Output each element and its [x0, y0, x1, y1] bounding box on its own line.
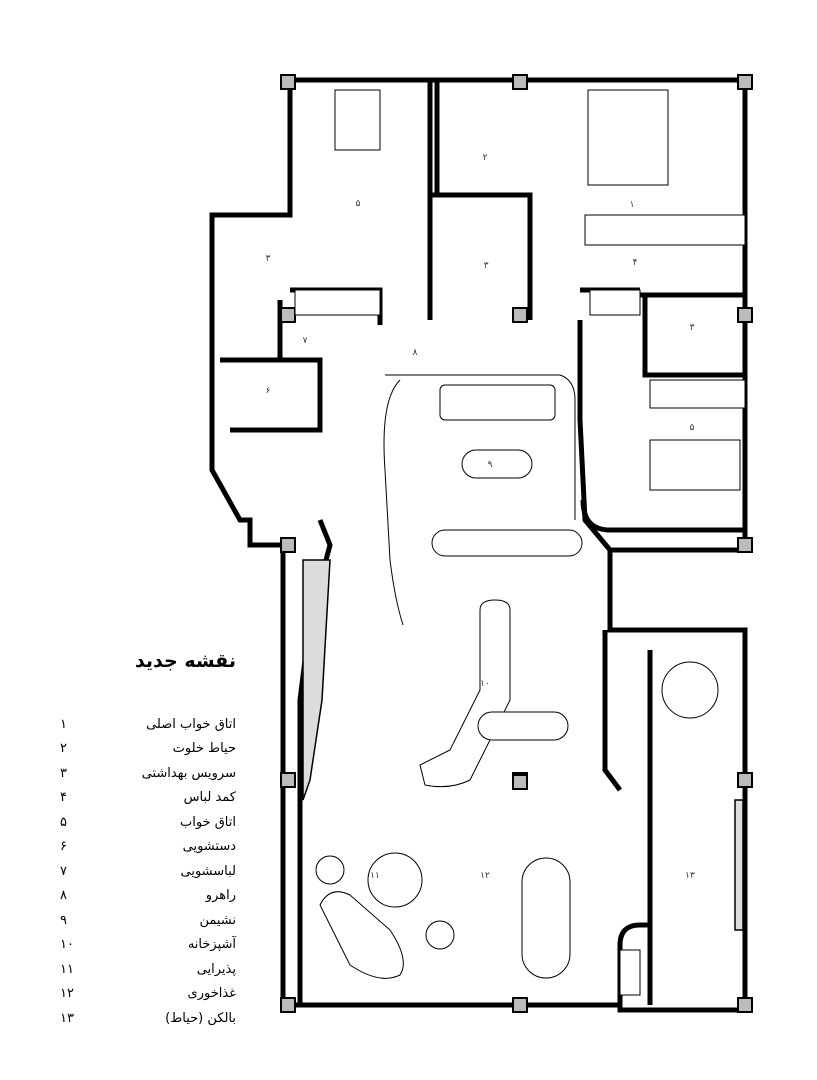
planter-left: [302, 559, 331, 801]
tree: [661, 661, 719, 719]
legend-item-number: ۴: [60, 790, 67, 806]
planter-right: [734, 799, 744, 931]
svg-text:۳: ۳: [266, 254, 271, 264]
legend-item-number: ۱۲: [60, 986, 74, 1002]
legend-item-name: پذیرایی: [196, 961, 236, 977]
svg-text:۲: ۲: [483, 153, 488, 163]
svg-text:۸: ۸: [413, 348, 418, 358]
legend-item-name: سرویس بهداشتی: [141, 765, 236, 781]
legend-item-number: ۸: [60, 888, 67, 904]
svg-text:۵: ۵: [356, 199, 361, 209]
legend-item-name: اتاق خواب: [179, 814, 236, 830]
legend-item: پذیرایی ۱۱: [60, 957, 240, 982]
svg-text:۱۲: ۱۲: [480, 871, 490, 881]
legend-item-number: ۳: [60, 765, 67, 781]
svg-text:۵: ۵: [690, 423, 695, 433]
legend-item-number: ۱۰: [60, 937, 74, 953]
svg-text:۳: ۳: [690, 323, 695, 333]
room-labels: ۵ ۲ ۱ ۴ ۳ ۳ ۳ ۷ ۸ ۶ ۵ ۹ ۱۰ ۱۱ ۱۲ ۱۳: [266, 153, 695, 881]
legend-item-name: راهرو: [205, 888, 236, 904]
svg-text:۴: ۴: [633, 258, 638, 268]
legend-item-number: ۷: [60, 863, 67, 879]
svg-text:۱۳: ۱۳: [685, 871, 695, 881]
svg-text:۷: ۷: [303, 336, 308, 346]
legend-item-number: ۲: [60, 741, 67, 757]
svg-text:۱۰: ۱۰: [480, 679, 490, 689]
svg-text:۱: ۱: [630, 200, 635, 210]
legend-item: دستشویی ۶: [60, 835, 240, 860]
legend-item-name: آشپزخانه: [187, 937, 236, 953]
legend-item-name: غذاخوری: [187, 986, 236, 1002]
svg-text:۳: ۳: [484, 261, 489, 271]
legend-item-name: دستشویی: [182, 839, 236, 855]
legend-item: راهرو ۸: [60, 884, 240, 909]
legend-item-number: ۱: [60, 716, 67, 732]
legend-item-name: کمد لباس: [183, 790, 236, 806]
legend-item-name: بالکن (حیاط): [165, 1010, 236, 1026]
legend-item-number: ۹: [60, 912, 67, 928]
legend-item-name: نشیمن: [199, 912, 236, 928]
legend-item-number: ۵: [60, 814, 67, 830]
legend-item: کمد لباس ۴: [60, 786, 240, 811]
legend-item-number: ۱۳: [60, 1010, 74, 1026]
legend-item: لباسشویی ۷: [60, 859, 240, 884]
legend-title: نقشه جدید: [134, 650, 236, 672]
legend-item-number: ۶: [60, 839, 67, 855]
legend-item-name: حیاط خلوت: [172, 741, 236, 757]
legend-item: اتاق خواب اصلی ۱: [60, 712, 240, 737]
legend-item: نشیمن ۹: [60, 908, 240, 933]
legend-item: بالکن (حیاط) ۱۳: [60, 1006, 240, 1031]
furniture: [294, 89, 746, 996]
legend-item: غذاخوری ۱۲: [60, 982, 240, 1007]
legend-item-name: اتاق خواب اصلی: [146, 716, 236, 732]
legend-item-name: لباسشویی: [180, 863, 236, 879]
legend-item-number: ۱۱: [60, 961, 74, 977]
legend-item: اتاق خواب ۵: [60, 810, 240, 835]
legend-item: سرویس بهداشتی ۳: [60, 761, 240, 786]
legend-item: حیاط خلوت ۲: [60, 737, 240, 762]
legend: نقشه جدید اتاق خواب اصلی ۱ حیاط خلوت ۲ سرویس…: [60, 650, 240, 1031]
svg-text:۱۱: ۱۱: [370, 871, 380, 881]
svg-text:۹: ۹: [488, 460, 493, 470]
svg-text:۶: ۶: [266, 386, 271, 396]
legend-item: آشپزخانه ۱۰: [60, 933, 240, 958]
